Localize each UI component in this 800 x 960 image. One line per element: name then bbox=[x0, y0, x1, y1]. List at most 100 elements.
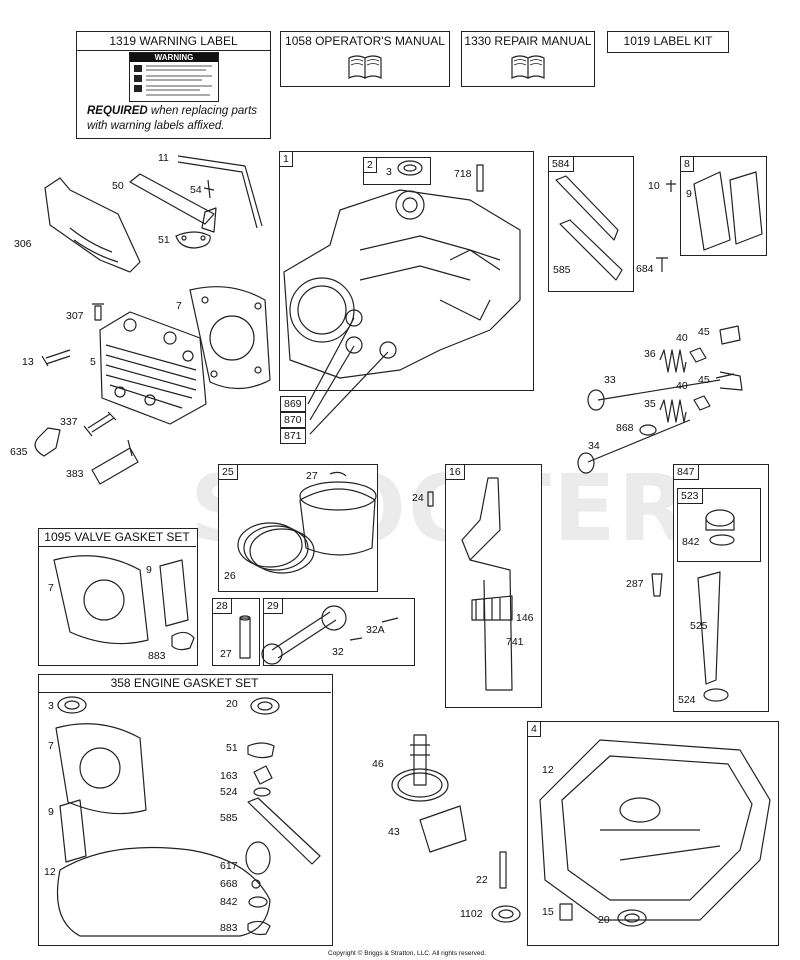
vg-part-9: 9 bbox=[146, 564, 152, 576]
valve-34 bbox=[587, 419, 691, 463]
eg-part-12: 12 bbox=[44, 866, 56, 878]
eg-seal-20 bbox=[250, 697, 280, 715]
callout-15: 15 bbox=[542, 906, 554, 918]
eg-gasket-12 bbox=[56, 846, 271, 937]
vg-gasket-9 bbox=[159, 559, 189, 627]
gasket-51 bbox=[175, 231, 211, 249]
piston-group-tag: 25 bbox=[218, 464, 238, 480]
vg-gasket-7 bbox=[53, 555, 149, 645]
callout-12: 12 bbox=[542, 764, 554, 776]
warning-label-title: 1319 WARNING LABEL bbox=[77, 34, 270, 51]
callout-5: 5 bbox=[90, 356, 96, 368]
callout-635: 635 bbox=[10, 446, 28, 458]
callout-307: 307 bbox=[66, 310, 84, 322]
shroud-306 bbox=[44, 177, 141, 273]
conn-rod-group-tag: 29 bbox=[263, 598, 283, 614]
callout-32a: 32A bbox=[366, 624, 385, 636]
eg-gasket-883 bbox=[247, 920, 271, 936]
eg-part-617: 617 bbox=[220, 860, 238, 872]
callout-868: 868 bbox=[616, 422, 634, 434]
spark-plug-337 bbox=[83, 411, 117, 437]
callout-337: 337 bbox=[60, 416, 78, 428]
warning-label-box[interactable]: 1319 WARNING LABEL WARNING REQUIRED when… bbox=[76, 31, 271, 139]
gasket-584-tag: 584 bbox=[548, 156, 574, 172]
callout-40b: 40 bbox=[676, 380, 688, 392]
boot-635 bbox=[34, 427, 61, 457]
eg-part-585: 585 bbox=[220, 812, 238, 824]
callout-287: 287 bbox=[626, 578, 644, 590]
seal-group-box[interactable] bbox=[363, 157, 431, 185]
eg-part-163: 163 bbox=[220, 770, 238, 782]
seal-3 bbox=[397, 160, 423, 176]
eg-gasket-163 bbox=[253, 765, 273, 785]
dipstick-cap-tag: 523 bbox=[677, 488, 703, 504]
eg-part-3: 3 bbox=[48, 700, 54, 712]
callout-20: 20 bbox=[598, 914, 610, 926]
eg-gasket-51 bbox=[247, 742, 275, 759]
callout-869: 869 bbox=[280, 396, 306, 412]
callout-524: 524 bbox=[678, 694, 696, 706]
cam-gear-46 bbox=[391, 734, 449, 802]
cylinder-head-5 bbox=[99, 311, 207, 425]
callout-43: 43 bbox=[388, 826, 400, 838]
callout-741: 741 bbox=[506, 636, 524, 648]
copyright-notice: Copyright © Briggs & Stratton, LLC. All … bbox=[328, 950, 486, 957]
callout-45b: 45 bbox=[698, 374, 710, 386]
callout-32: 32 bbox=[332, 646, 344, 658]
callout-7: 7 bbox=[176, 300, 182, 312]
callout-45a: 45 bbox=[698, 326, 710, 338]
callout-684: 684 bbox=[636, 263, 654, 275]
connecting-rod-29 bbox=[271, 611, 337, 659]
operators-manual-title: 1058 OPERATOR'S MANUAL bbox=[285, 34, 445, 48]
callout-1102: 1102 bbox=[460, 908, 483, 920]
warning-text-lines bbox=[134, 65, 212, 96]
callout-51: 51 bbox=[158, 234, 170, 246]
callout-26: 26 bbox=[224, 570, 236, 582]
callout-33: 33 bbox=[604, 374, 616, 386]
vg-part-7: 7 bbox=[48, 582, 54, 594]
callout-46: 46 bbox=[372, 758, 384, 770]
rod-50 bbox=[129, 173, 215, 225]
gasket-584-box[interactable] bbox=[548, 156, 634, 292]
valve-33 bbox=[597, 371, 743, 401]
gasket-585 bbox=[559, 219, 623, 281]
spring-35 bbox=[659, 399, 687, 423]
callout-870: 870 bbox=[280, 412, 306, 428]
book-icon bbox=[348, 55, 382, 79]
engine-gasket-set-title: 358 ENGINE GASKET SET bbox=[38, 676, 331, 693]
conn-rod-group-box[interactable] bbox=[263, 598, 415, 666]
eg-seal-3 bbox=[57, 696, 87, 714]
sump-group-tag: 4 bbox=[527, 721, 541, 737]
repair-manual-title: 1330 REPAIR MANUAL bbox=[464, 34, 592, 48]
crankshaft-group-box[interactable] bbox=[445, 464, 542, 708]
crankcase-block-1 bbox=[283, 189, 521, 379]
callout-9: 9 bbox=[686, 188, 692, 200]
warning-heading: WARNING bbox=[130, 53, 218, 62]
eg-gasket-7 bbox=[55, 723, 147, 815]
engine-gasket-set-box[interactable] bbox=[38, 674, 333, 946]
callout-13: 13 bbox=[22, 356, 34, 368]
sump-4 bbox=[539, 739, 771, 921]
head-gasket-7 bbox=[189, 286, 271, 390]
piston-pin-28 bbox=[239, 617, 251, 659]
eg-gasket-9 bbox=[59, 799, 87, 863]
eg-part-51: 51 bbox=[226, 742, 238, 754]
gasket-584 bbox=[555, 175, 619, 241]
repair-manual-box[interactable]: 1330 REPAIR MANUAL bbox=[461, 31, 595, 87]
eg-gasket-585 bbox=[247, 797, 321, 865]
operators-manual-box[interactable]: 1058 OPERATOR'S MANUAL bbox=[280, 31, 450, 87]
eg-part-524: 524 bbox=[220, 786, 238, 798]
eg-part-883: 883 bbox=[220, 922, 238, 934]
vg-part-883: 883 bbox=[148, 650, 166, 662]
callout-40a: 40 bbox=[676, 332, 688, 344]
callout-3: 3 bbox=[386, 166, 392, 178]
callout-525: 525 bbox=[690, 620, 708, 632]
pin-group-tag: 28 bbox=[212, 598, 232, 614]
callout-35: 35 bbox=[644, 398, 656, 410]
eg-part-7: 7 bbox=[48, 740, 54, 752]
label-kit-box[interactable]: 1019 LABEL KIT bbox=[607, 31, 729, 53]
piston-25 bbox=[299, 488, 376, 556]
book-icon bbox=[511, 55, 545, 79]
part-383 bbox=[91, 439, 139, 485]
